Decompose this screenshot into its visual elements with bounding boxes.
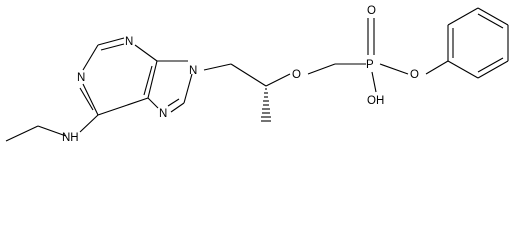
bond-n7-c5	[147, 97, 159, 109]
bond-c8-n7-inner	[167, 98, 180, 107]
bond-o-phenyl	[425, 60, 449, 75]
atom-n9: N	[189, 65, 197, 77]
bond-p-o-phenoxy	[379, 63, 409, 75]
atom-n7: N	[159, 108, 167, 120]
atom-oh: OH	[367, 95, 384, 107]
bond-ph-5-inner	[477, 57, 504, 73]
atom-o-double: O	[367, 5, 376, 17]
bond-n1-c2	[82, 44, 99, 71]
bond-ph-5	[477, 60, 509, 79]
bond-p-oh	[371, 71, 377, 93]
atom-o-ether: O	[292, 69, 301, 81]
bond-c6-n1	[82, 83, 99, 116]
bond-n9-ch2	[203, 63, 232, 71]
bond-chiral-o	[265, 73, 291, 87]
bond-nh-c6	[79, 114, 99, 133]
atom-nh: NH	[62, 132, 79, 144]
bond-ethyl-terminal	[5, 125, 39, 142]
bond-layer	[5, 7, 509, 142]
bond-ch2-chiral	[230, 63, 267, 87]
bond-c8-n7	[170, 102, 185, 113]
bond-c2-n3-inner	[100, 43, 125, 51]
molecule-structure-canvas: N N N N NH O P O OH O	[5, 5, 509, 144]
bond-c2-n3	[97, 37, 125, 46]
bond-c4-c5	[147, 60, 158, 99]
atom-n3: N	[125, 36, 133, 48]
methyl-hashed-wedge	[261, 88, 271, 122]
bond-n9-c8	[183, 73, 193, 104]
atom-o-phenoxy: O	[410, 69, 419, 81]
bond-ph-6	[447, 60, 479, 79]
bond-ph-3	[477, 7, 509, 26]
bond-ph-2	[447, 7, 479, 26]
bond-ethyl-ch2-nh	[37, 125, 67, 137]
bond-ph-3-inner	[477, 13, 504, 29]
bond-o-ch2	[307, 63, 336, 75]
atom-label-layer: N N N N NH O P O OH O	[62, 5, 419, 144]
bond-c5-c6	[97, 97, 149, 116]
bond-c6-n1-inner	[79, 87, 94, 111]
atom-p: P	[366, 59, 374, 71]
atom-n1: N	[77, 72, 85, 84]
bond-n3-c4	[134, 44, 158, 62]
bond-c4-c5-inner	[143, 65, 153, 96]
